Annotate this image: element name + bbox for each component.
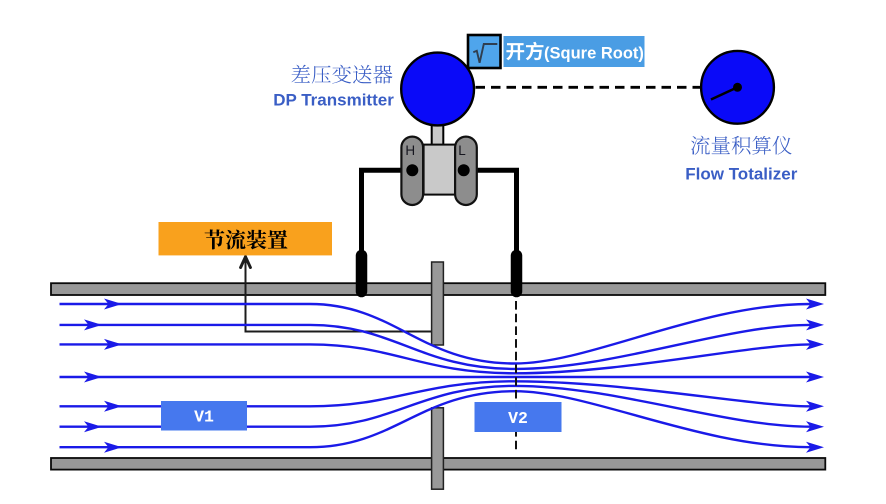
svg-text:DP Transmitter: DP Transmitter: [273, 91, 394, 110]
svg-text:V2: V2: [508, 409, 528, 428]
svg-text:Flow Totalizer: Flow Totalizer: [685, 165, 797, 184]
svg-text:H: H: [405, 143, 415, 158]
svg-text:(Squre Root): (Squre Root): [544, 45, 644, 63]
svg-text:V1: V1: [194, 408, 214, 427]
svg-text:L: L: [458, 143, 466, 158]
